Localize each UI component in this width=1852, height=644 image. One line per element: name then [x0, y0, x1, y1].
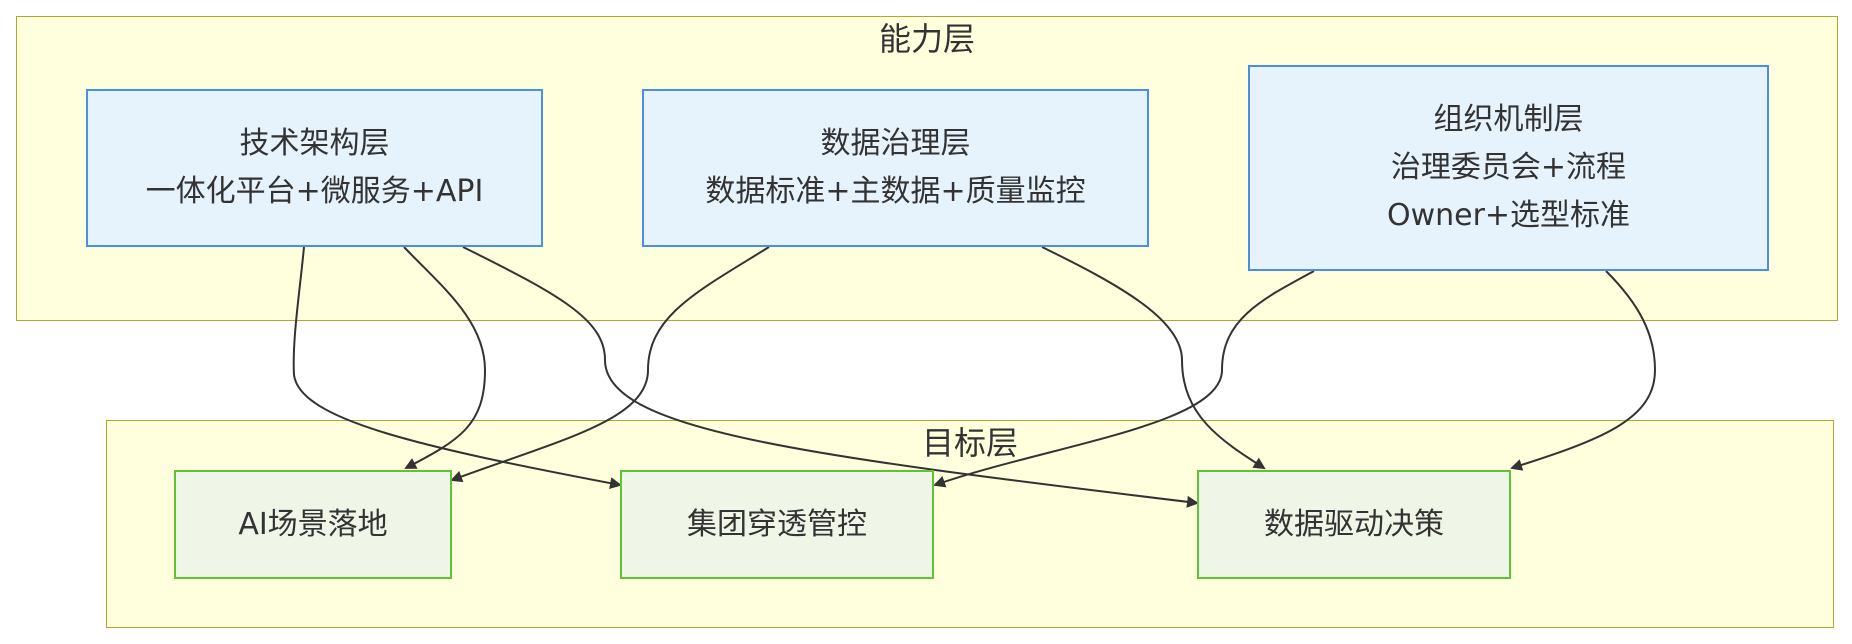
node-group-control-title: 集团穿透管控 — [687, 506, 867, 542]
edge-data-to-decision — [1041, 246, 1266, 470]
node-data-decision-title: 数据驱动决策 — [1264, 506, 1444, 542]
node-data-decision[interactable]: 数据驱动决策 — [1197, 470, 1511, 579]
goal-layer-title: 目标层 — [921, 424, 1018, 462]
edge-tech-to-group — [292, 246, 622, 490]
edge-org-to-decision — [1510, 270, 1657, 471]
node-tech-architecture-title: 技术架构层 — [239, 126, 390, 161]
node-data-governance-detail: 数据标准+主数据+质量监控 — [705, 174, 1086, 209]
node-group-control[interactable]: 集团穿透管控 — [620, 470, 934, 579]
capability-layer-title: 能力层 — [878, 20, 975, 58]
edge-data-to-ai — [450, 246, 770, 483]
node-org-mechanism[interactable]: 组织机制层 治理委员会+流程Owner+选型标准 — [1248, 65, 1769, 271]
node-tech-architecture[interactable]: 技术架构层 一体化平台+微服务+API — [86, 89, 543, 247]
edge-tech-to-ai — [403, 246, 487, 469]
edge-tech-to-decision — [462, 246, 1199, 508]
node-tech-architecture-detail: 一体化平台+微服务+API — [145, 174, 484, 209]
node-org-mechanism-title: 组织机制层 — [1433, 102, 1584, 137]
node-data-governance-title: 数据治理层 — [820, 126, 971, 161]
edge-org-to-group — [933, 270, 1315, 488]
node-data-governance[interactable]: 数据治理层 数据标准+主数据+质量监控 — [642, 89, 1149, 247]
node-ai-scenario[interactable]: AI场景落地 — [174, 470, 452, 579]
node-org-mechanism-detail: 治理委员会+流程Owner+选型标准 — [1386, 150, 1631, 233]
node-ai-scenario-title: AI场景落地 — [238, 506, 388, 542]
